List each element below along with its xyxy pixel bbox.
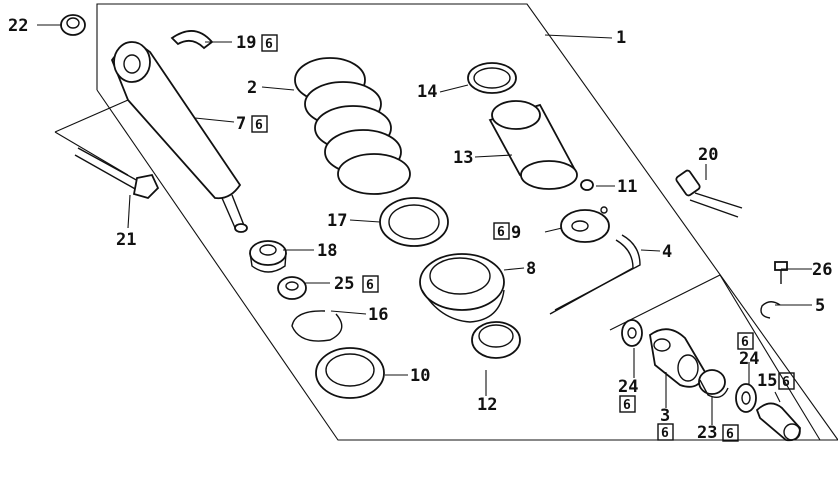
callout-number: 24	[618, 377, 638, 397]
part-10-washer[interactable]	[315, 347, 385, 399]
part-21-bolt[interactable]	[74, 147, 160, 200]
callout-number: 9	[511, 223, 521, 243]
note-mark: 6	[661, 426, 669, 441]
part-4-rod[interactable]	[549, 234, 641, 315]
callout-number: 8	[526, 259, 536, 279]
callout-number: 16	[368, 305, 388, 325]
callout-number: 14	[417, 82, 437, 102]
callout-13: 13	[453, 148, 473, 168]
callout-number: 2	[247, 78, 257, 98]
part-20-pin[interactable]	[675, 169, 743, 218]
callout-4: 4	[662, 242, 672, 262]
assembly-frame	[54, 3, 838, 441]
callout-number: 10	[410, 366, 430, 386]
note-mark: 6	[366, 278, 374, 293]
part-12-ring[interactable]	[471, 321, 521, 359]
callout-23: 23 6	[697, 423, 739, 443]
callout-number: 20	[698, 145, 718, 165]
part-19-clip[interactable]	[170, 30, 214, 50]
callout-number: 12	[477, 395, 497, 415]
callout-8: 8	[526, 259, 536, 279]
note-mark-box	[657, 423, 674, 441]
part-9-plate[interactable]	[560, 206, 610, 243]
callout-20: 20	[698, 145, 718, 165]
callout-10: 10	[410, 366, 430, 386]
note-mark-box	[261, 34, 278, 52]
part-22-nut[interactable]	[60, 14, 86, 36]
part-15-collar[interactable]	[755, 402, 801, 442]
callout-number: 26	[812, 260, 832, 280]
callout-number: 11	[617, 177, 637, 197]
callout-1: 1	[616, 28, 626, 48]
part-26-bolt[interactable]	[774, 261, 788, 284]
callout-number: 19	[236, 33, 256, 53]
callout-number: 4	[662, 242, 672, 262]
part-23-bearing[interactable]	[698, 369, 729, 398]
part-5-clip[interactable]	[760, 301, 781, 319]
callout-11: 11	[617, 177, 637, 197]
callout-number: 18	[317, 241, 337, 261]
callout-7: 7 6	[236, 114, 268, 134]
note-mark: 6	[497, 225, 505, 240]
callout-2: 2	[247, 78, 257, 98]
callout-number: 5	[815, 296, 825, 316]
callout-25: 25 6	[334, 274, 379, 294]
callout-21: 21	[116, 230, 136, 250]
callout-24-left: 24 6	[618, 377, 638, 413]
part-3-link[interactable]	[649, 328, 706, 388]
part-18-bush[interactable]	[249, 240, 287, 273]
note-mark: 6	[265, 37, 273, 52]
callout-12: 12	[477, 395, 497, 415]
callout-number: 13	[453, 148, 473, 168]
callout-26: 26	[812, 260, 832, 280]
callout-19: 19 6	[236, 33, 278, 53]
note-mark: 6	[623, 398, 631, 413]
part-7-shock-body[interactable]	[110, 41, 248, 233]
note-mark-box	[362, 275, 379, 293]
part-24-seal-right[interactable]	[735, 383, 757, 413]
callout-number: 17	[327, 211, 347, 231]
part-25-nut[interactable]	[277, 276, 307, 300]
callout-number: 24	[739, 349, 759, 369]
note-mark: 6	[255, 118, 263, 133]
part-2-coil-spring[interactable]	[294, 57, 411, 195]
callout-18: 18	[317, 241, 337, 261]
note-mark-box	[737, 332, 754, 350]
callout-16: 16	[368, 305, 388, 325]
part-14-ring[interactable]	[467, 62, 517, 94]
callout-9: 6 9	[493, 222, 521, 243]
note-mark-box	[251, 115, 268, 133]
note-mark-box	[619, 395, 636, 413]
part-17-seat[interactable]	[379, 197, 449, 247]
callout-5: 5	[815, 296, 825, 316]
callout-17: 17	[327, 211, 347, 231]
leader-lines	[37, 24, 812, 425]
part-11-small-nut[interactable]	[580, 179, 594, 191]
part-24-seal-left[interactable]	[621, 319, 643, 347]
note-mark-box	[722, 424, 739, 442]
note-mark: 6	[782, 375, 790, 390]
callout-number: 22	[8, 16, 28, 36]
callout-number: 25	[334, 274, 354, 294]
note-mark-box	[493, 222, 510, 240]
part-13-sleeve[interactable]	[488, 100, 578, 190]
callout-number: 15	[757, 371, 777, 391]
callout-3: 3 6	[657, 406, 674, 441]
callout-15: 15 6	[757, 371, 795, 391]
part-16-circlip[interactable]	[291, 310, 343, 342]
callout-number: 23	[697, 423, 717, 443]
note-mark-box	[778, 372, 795, 390]
callout-number: 3	[660, 406, 670, 426]
callout-number: 1	[616, 28, 626, 48]
callout-number: 7	[236, 114, 246, 134]
callout-24-right: 6 24	[737, 332, 759, 369]
callout-14: 14	[417, 82, 437, 102]
callout-22: 22	[8, 16, 28, 36]
part-8-adjuster[interactable]	[419, 253, 505, 323]
callout-number: 21	[116, 230, 136, 250]
note-mark: 6	[726, 427, 734, 442]
note-mark: 6	[741, 335, 749, 350]
